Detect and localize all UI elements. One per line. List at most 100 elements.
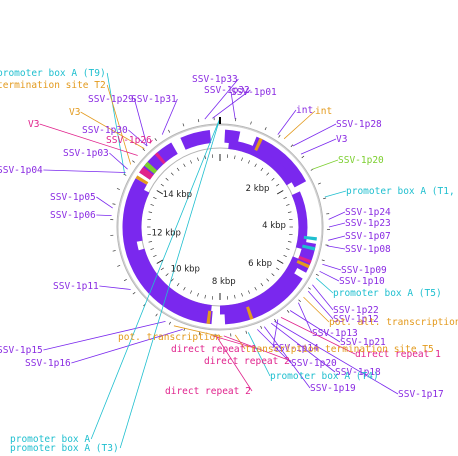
ruler-tick <box>260 283 264 287</box>
outer-tick <box>116 188 120 190</box>
outer-tick <box>132 160 135 163</box>
ruler-tick <box>234 155 236 160</box>
ruler-label: 14 kbp <box>163 190 192 200</box>
feature-label: SSV-1p05 <box>50 192 96 203</box>
outer-tick <box>290 144 294 148</box>
leader-line <box>43 321 166 351</box>
ruler-tick <box>197 157 199 161</box>
feature-label: termination site T2 <box>0 80 106 91</box>
ruler-label: 12 kbp <box>152 229 181 239</box>
ruler-tick <box>204 294 206 299</box>
ruler-tick <box>271 273 275 277</box>
leader-line <box>324 190 347 198</box>
leader-line <box>289 310 341 343</box>
feature-label: SSV-1p11 <box>53 281 99 292</box>
ruler-tick <box>153 254 157 257</box>
leader-line <box>328 222 346 228</box>
outer-tick <box>155 313 158 317</box>
ruler-tick <box>286 204 290 206</box>
leader-line <box>328 235 346 241</box>
feature-label: SSV-1p13 <box>312 328 358 339</box>
feature-label: direct repeat 2 <box>165 386 251 397</box>
ruler-tick <box>190 290 193 294</box>
outer-tick <box>286 310 290 313</box>
leader-line <box>212 89 251 119</box>
outer-tick <box>298 299 301 302</box>
feature-label: SSV-1p29 <box>88 94 134 105</box>
ruler-tick <box>287 241 292 243</box>
feature-label: SSV-1p15 <box>0 345 43 356</box>
outer-tick <box>112 250 116 252</box>
ruler-tick <box>197 293 199 297</box>
leader-line <box>106 72 126 175</box>
leader-line <box>257 329 292 364</box>
outer-tick <box>278 134 281 138</box>
feature-label: SSV-1p22 <box>333 305 379 316</box>
feature-label: SSV-1p23 <box>345 218 391 229</box>
ruler-tick <box>150 248 154 250</box>
leader-line <box>173 325 223 338</box>
ruler-label: 8 kbp <box>212 277 236 287</box>
ruler-tick <box>150 204 154 206</box>
outer-tick <box>182 123 185 127</box>
ruler-tick <box>165 177 169 181</box>
leader-line <box>43 169 126 173</box>
feature-label: SSV-1p19 <box>310 383 356 394</box>
feature-label: V3 <box>69 107 80 118</box>
ruler-tick <box>183 163 186 167</box>
leader-layer <box>39 72 399 449</box>
ruler-tick <box>247 160 250 164</box>
outer-tick <box>264 127 267 131</box>
ruler-label: 6 kbp <box>248 259 272 269</box>
leader-line <box>277 109 297 135</box>
feature-label: SSV-1p31 <box>131 94 177 105</box>
feature-label: SSV-1p30 <box>82 125 128 136</box>
feature-label: promoter box A (T9) <box>0 68 106 79</box>
leader-line <box>292 123 337 147</box>
feature-mark <box>246 306 254 320</box>
gene-block-inner <box>132 188 150 243</box>
outer-tick <box>315 273 319 276</box>
leader-line <box>71 329 183 364</box>
gene-block-inner <box>135 248 212 315</box>
backbone-spine <box>117 124 323 330</box>
ruler-tick <box>160 183 164 187</box>
leader-line <box>161 98 178 135</box>
ruler-tick <box>254 287 257 291</box>
leader-line <box>327 245 346 250</box>
leader-line <box>247 332 271 377</box>
gene-block-outer <box>224 271 303 325</box>
feature-label: V3 <box>336 134 347 145</box>
feature-label: SSV-1p33 <box>192 74 238 85</box>
outer-tick <box>250 121 252 125</box>
feature-label: SSV-1p20 <box>291 358 337 369</box>
feature-label: SSV-1p06 <box>50 210 96 221</box>
feature-label: pot. transcription <box>118 332 221 343</box>
outer-tick <box>198 332 201 336</box>
ruler-label: 4 kbp <box>262 221 286 231</box>
ruler-tick <box>165 273 169 277</box>
gene-block-outer <box>122 178 213 325</box>
ruler-tick <box>156 259 164 264</box>
ruler-tick <box>266 278 270 282</box>
leader-line <box>106 84 132 165</box>
outer-tick <box>117 265 121 267</box>
ruler-tick <box>271 177 275 181</box>
outer-tick <box>307 287 311 290</box>
feature-mark <box>135 175 149 185</box>
leader-line <box>134 98 148 147</box>
outer-tick <box>123 173 127 176</box>
ruler-tick <box>254 163 257 167</box>
feature-label: direct repeat 1 <box>171 344 257 355</box>
ruler-tick <box>283 197 287 200</box>
feature-mark <box>301 244 316 251</box>
leader-line <box>230 91 236 120</box>
leader-line <box>96 214 112 216</box>
feature-label: SSV-1p04 <box>0 165 43 176</box>
feature-label: promoter box A (T1, T2) <box>346 186 458 197</box>
ruler-tick <box>170 278 174 282</box>
ruler-tick <box>176 167 180 171</box>
ruler-tick <box>176 283 180 287</box>
ruler-tick <box>276 183 280 187</box>
outer-tick <box>132 292 136 295</box>
